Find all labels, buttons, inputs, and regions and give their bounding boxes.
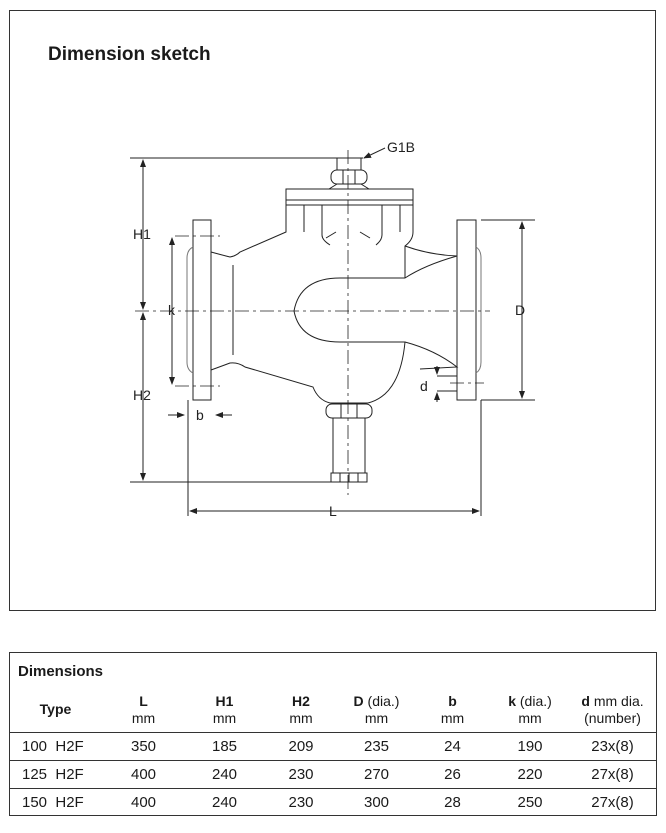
cell-type: 150 H2F (10, 788, 101, 816)
table-row: 100 H2F 350 185 209 235 24 190 23x(8) (10, 732, 656, 761)
cell: 230 (263, 788, 339, 816)
dimensions-title: Dimensions (18, 663, 104, 680)
cell: 185 (186, 732, 263, 761)
cell: 235 (339, 732, 414, 761)
sketch-title: Dimension sketch (48, 44, 211, 65)
label-L: L (329, 503, 337, 519)
cell: 350 (101, 732, 186, 761)
label-d: d (420, 378, 428, 394)
cell: 23x(8) (569, 732, 656, 761)
table-row: 150 H2F 400 240 230 300 28 250 27x(8) (10, 788, 656, 816)
label-g1b: G1B (387, 139, 415, 155)
dimension-lines (130, 147, 535, 516)
cell: 209 (263, 732, 339, 761)
cell: 230 (263, 760, 339, 789)
header-k: k (dia.)mm (491, 687, 569, 733)
cell: 400 (101, 760, 186, 789)
label-b: b (196, 407, 204, 423)
header-d: d mm dia.(number) (569, 687, 656, 733)
label-D: D (515, 302, 525, 318)
cell: 250 (491, 788, 569, 816)
cell: 400 (101, 788, 186, 816)
dimension-sketch-panel (9, 10, 656, 611)
label-h1: H1 (133, 226, 151, 242)
cell: 26 (414, 760, 491, 789)
valve-outline (186, 157, 482, 483)
header-D: D (dia.)mm (339, 687, 414, 733)
cell-type: 125 H2F (10, 760, 101, 789)
cell: 190 (491, 732, 569, 761)
table-row: 125 H2F 400 240 230 270 26 220 27x(8) (10, 760, 656, 789)
cell: 240 (186, 788, 263, 816)
header-type: Type (10, 687, 101, 733)
cell: 27x(8) (569, 788, 656, 816)
cell: 300 (339, 788, 414, 816)
cell-type: 100 H2F (10, 732, 101, 761)
cell: 270 (339, 760, 414, 789)
cell: 28 (414, 788, 491, 816)
cell: 220 (491, 760, 569, 789)
cell: 27x(8) (569, 760, 656, 789)
label-h2: H2 (133, 387, 151, 403)
valve-dimension-drawing: G1B H1 H2 k b d D L (130, 139, 535, 519)
label-k: k (168, 302, 176, 318)
cell: 24 (414, 732, 491, 761)
cell: 240 (186, 760, 263, 789)
center-lines (135, 150, 490, 495)
